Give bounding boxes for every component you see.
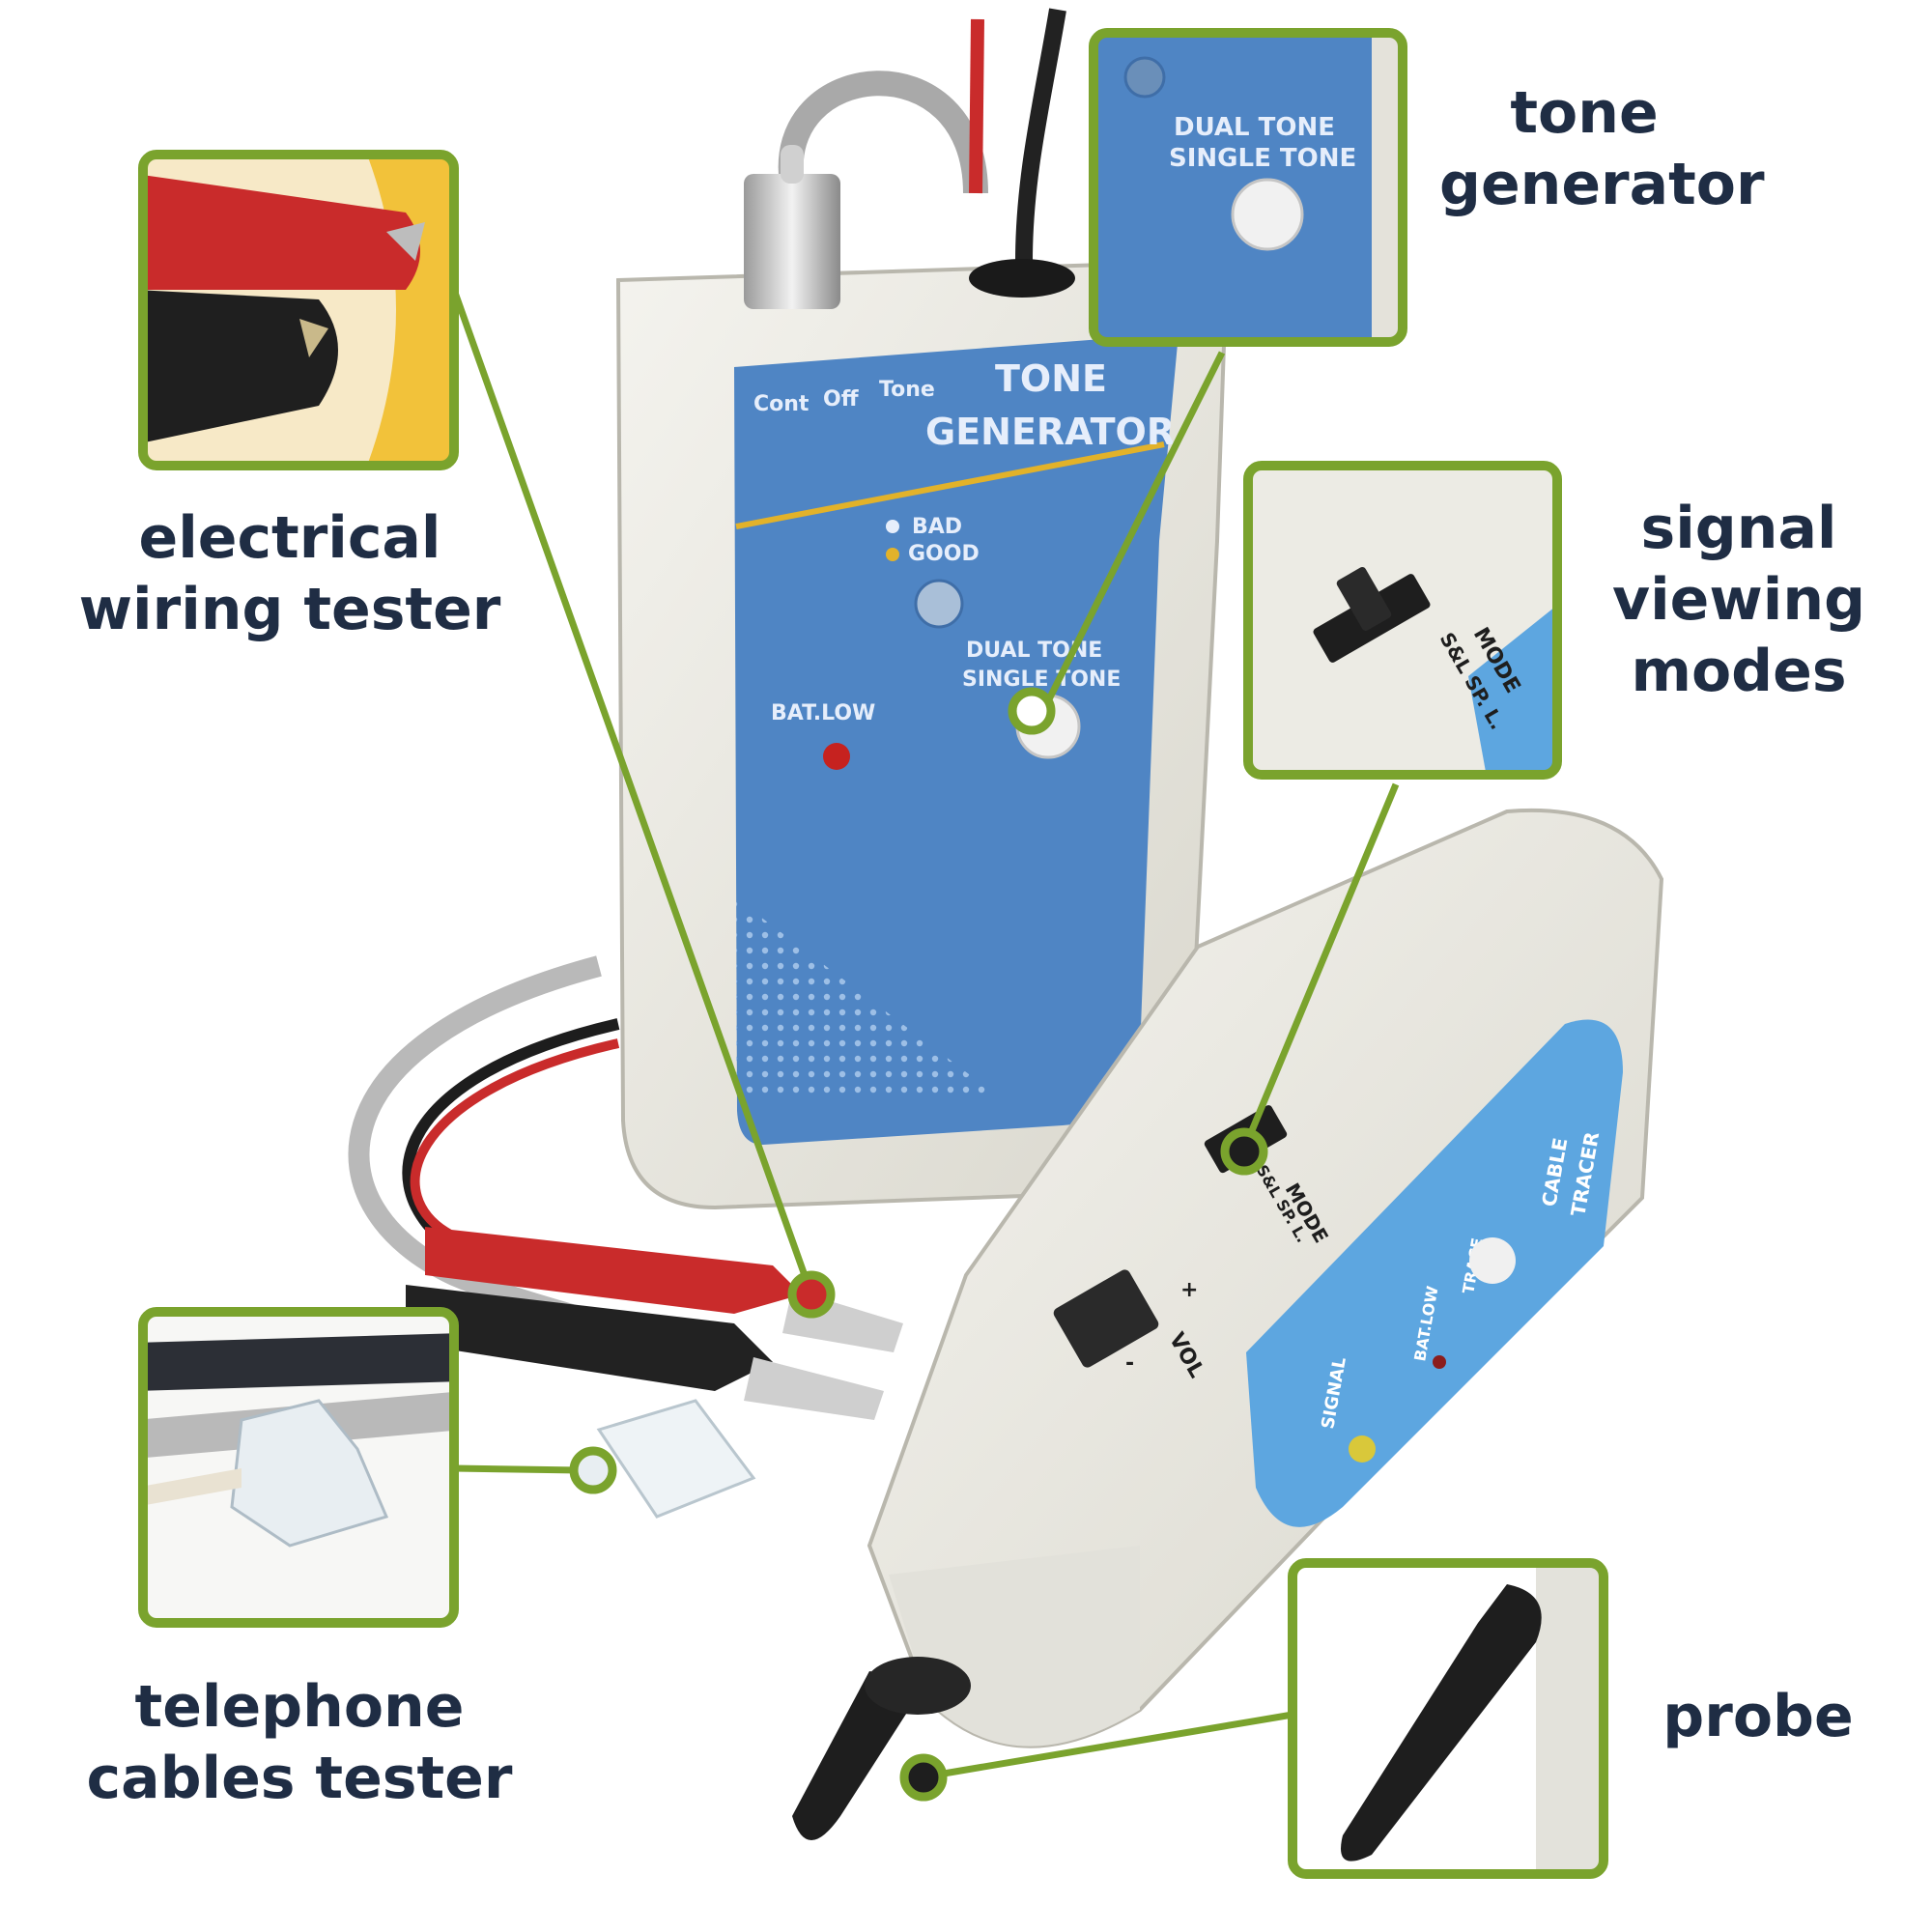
rj-jack xyxy=(744,174,840,309)
switch-label-cont: Cont xyxy=(753,392,810,416)
inset-frame-modes xyxy=(1243,461,1562,780)
callout-telephone-cables: telephone cables tester xyxy=(58,1671,541,1814)
status-led xyxy=(914,579,964,629)
volume-minus: - xyxy=(1125,1351,1134,1376)
battery-low-led xyxy=(823,743,850,770)
inset-tone-generator: DUAL TONE SINGLE TONE xyxy=(1089,28,1407,347)
volume-wheel xyxy=(1053,1269,1159,1368)
leader-telephone xyxy=(453,1464,581,1474)
divider-line xyxy=(735,441,1165,529)
leader-endpoints xyxy=(569,687,1268,1802)
inset-frame-telephone xyxy=(138,1307,459,1628)
cable-tracer-device: MODE S&L SP. L. VOL + - SIGNAL BAT.LOW T… xyxy=(792,808,1664,1840)
callout-telephone-line-2: cables tester xyxy=(86,1745,513,1812)
callout-electrical-line-1: electrical xyxy=(138,504,441,572)
callout-signal-line-3: modes xyxy=(1631,638,1847,705)
inset-frame-electrical xyxy=(138,150,459,470)
device-title-line-1: TONE xyxy=(995,357,1107,400)
device-title-line-2: GENERATOR xyxy=(925,411,1175,453)
leader-electrical xyxy=(450,288,815,1296)
tracer-blue-panel xyxy=(1246,1019,1623,1527)
callout-electrical-wiring: electrical wiring tester xyxy=(48,502,531,645)
red-clip-boot xyxy=(425,1227,802,1314)
black-clip-boot xyxy=(406,1285,773,1391)
inset-tone-button xyxy=(1231,178,1304,251)
endpoint-telephone xyxy=(569,1446,617,1494)
battery-low-label: BAT.LOW xyxy=(771,701,875,725)
callout-probe-line-1: probe xyxy=(1662,1683,1854,1750)
probe-collar xyxy=(865,1657,971,1715)
inset-frame-probe xyxy=(1288,1558,1608,1879)
leader-tone-generator xyxy=(1037,351,1226,717)
endpoint-signal-modes xyxy=(1220,1127,1268,1176)
inset-signal-modes: S&L SP. L. MODE xyxy=(1243,461,1562,780)
callout-signal-modes: signal viewing modes xyxy=(1584,493,1893,707)
leader-lines xyxy=(450,288,1400,1779)
inset-electrical-wiring xyxy=(138,150,459,470)
rj11-plug xyxy=(596,1399,756,1519)
callout-signal-line-2: viewing xyxy=(1611,566,1866,634)
red-wire-top xyxy=(969,18,984,194)
leader-probe xyxy=(931,1711,1293,1779)
leader-signal-modes xyxy=(1244,782,1400,1142)
callout-signal-line-1: signal xyxy=(1640,495,1837,562)
status-bad-label: BAD xyxy=(912,515,962,539)
callout-tone-generator-line-1: tone xyxy=(1510,79,1659,147)
endpoint-tone-generator xyxy=(1008,687,1056,735)
signal-led xyxy=(1349,1435,1376,1463)
callout-telephone-line-1: telephone xyxy=(134,1673,465,1741)
endpoint-probe xyxy=(899,1753,948,1802)
inset-dual-tone: DUAL TONE xyxy=(1174,113,1335,142)
callout-electrical-line-2: wiring tester xyxy=(78,576,501,643)
callout-tone-generator-line-2: generator xyxy=(1439,151,1765,218)
tracer-nose xyxy=(889,1546,1140,1747)
callout-probe: probe xyxy=(1633,1681,1884,1752)
inset-telephone-cables xyxy=(138,1307,459,1628)
switch-label-tone: Tone xyxy=(879,378,935,402)
callout-tone-generator: tone generator xyxy=(1439,77,1765,220)
inset-frame-tone xyxy=(1089,28,1407,347)
status-good-label: GOOD xyxy=(908,542,980,566)
mode-dual-tone: DUAL TONE xyxy=(966,639,1102,663)
volume-plus: + xyxy=(1180,1278,1198,1302)
switch-label-off: Off xyxy=(823,387,860,412)
black-wire-top xyxy=(1015,8,1066,262)
inset-probe xyxy=(1288,1558,1608,1879)
speaker-grille xyxy=(736,898,1005,1101)
black-clip-jaw xyxy=(744,1357,884,1420)
probe-tip xyxy=(792,1671,927,1840)
red-lead xyxy=(410,1038,620,1241)
battery-led xyxy=(1433,1355,1446,1369)
trace-button xyxy=(1469,1237,1516,1284)
generator-face xyxy=(734,333,1179,1145)
bad-led-dot xyxy=(886,520,899,533)
cable-grommet xyxy=(969,259,1075,298)
mode-single-tone: SINGLE TONE xyxy=(962,668,1121,692)
inset-single-tone: SINGLE TONE xyxy=(1169,144,1356,173)
grey-wire-top xyxy=(778,71,988,194)
endpoint-electrical xyxy=(787,1270,836,1319)
good-led-dot xyxy=(886,548,899,561)
jack-pin xyxy=(781,145,804,184)
